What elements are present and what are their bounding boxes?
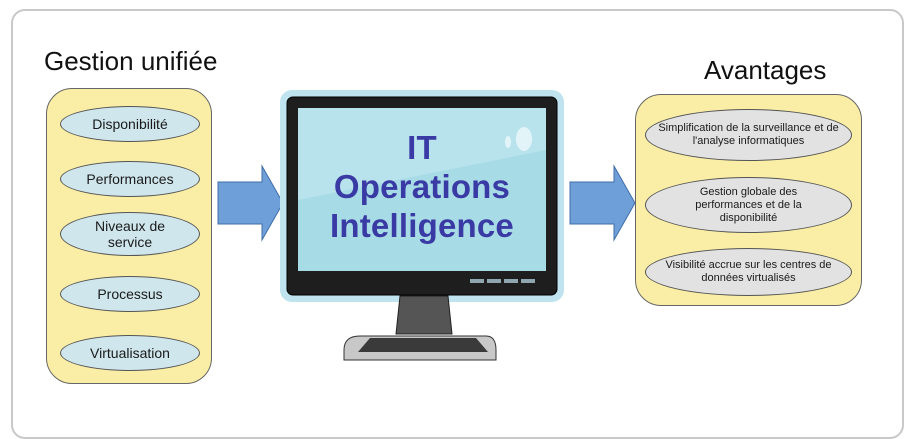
monitor-button [504,279,518,283]
shine-dot-small [505,136,511,148]
monitor-title-line-2: Operations [333,168,511,205]
right-arrow [569,164,636,242]
monitor-title: IT Operations Intelligence [298,128,546,245]
benefit-global-management-label: Gestion globale des performances et de l… [695,185,802,224]
monitor-title-line-1: IT [407,129,437,166]
benefit-visibility: Visibilité accrue sur les centres de don… [645,248,852,296]
item-processes: Processus [60,276,200,312]
benefit-simplification-label: Simplification de la surveillance et de … [658,122,839,147]
benefit-simplification: Simplification de la surveillance et de … [645,109,852,161]
shine-dot-large [516,127,532,151]
monitor-button [521,279,535,283]
item-service-levels-label: Niveaux de service [94,218,166,250]
right-heading: Avantages [704,55,827,85]
left-arrow [217,164,284,242]
monitor-title-line-3: Intelligence [330,207,514,244]
item-performance: Performances [60,161,200,197]
monitor-neck [395,295,453,335]
monitor-button [487,279,501,283]
benefit-visibility-label: Visibilité accrue sur les centres de don… [665,259,832,284]
item-availability: Disponibilité [60,106,200,142]
monitor-graphic [217,90,636,361]
item-virtualization: Virtualisation [60,335,200,371]
benefit-global-management: Gestion globale des performances et de l… [645,177,852,233]
item-service-levels: Niveaux de service [60,212,200,256]
monitor-base-top [358,338,488,352]
monitor-button [470,279,484,283]
left-heading: Gestion unifiée [44,46,218,76]
screen-shine [298,108,546,200]
